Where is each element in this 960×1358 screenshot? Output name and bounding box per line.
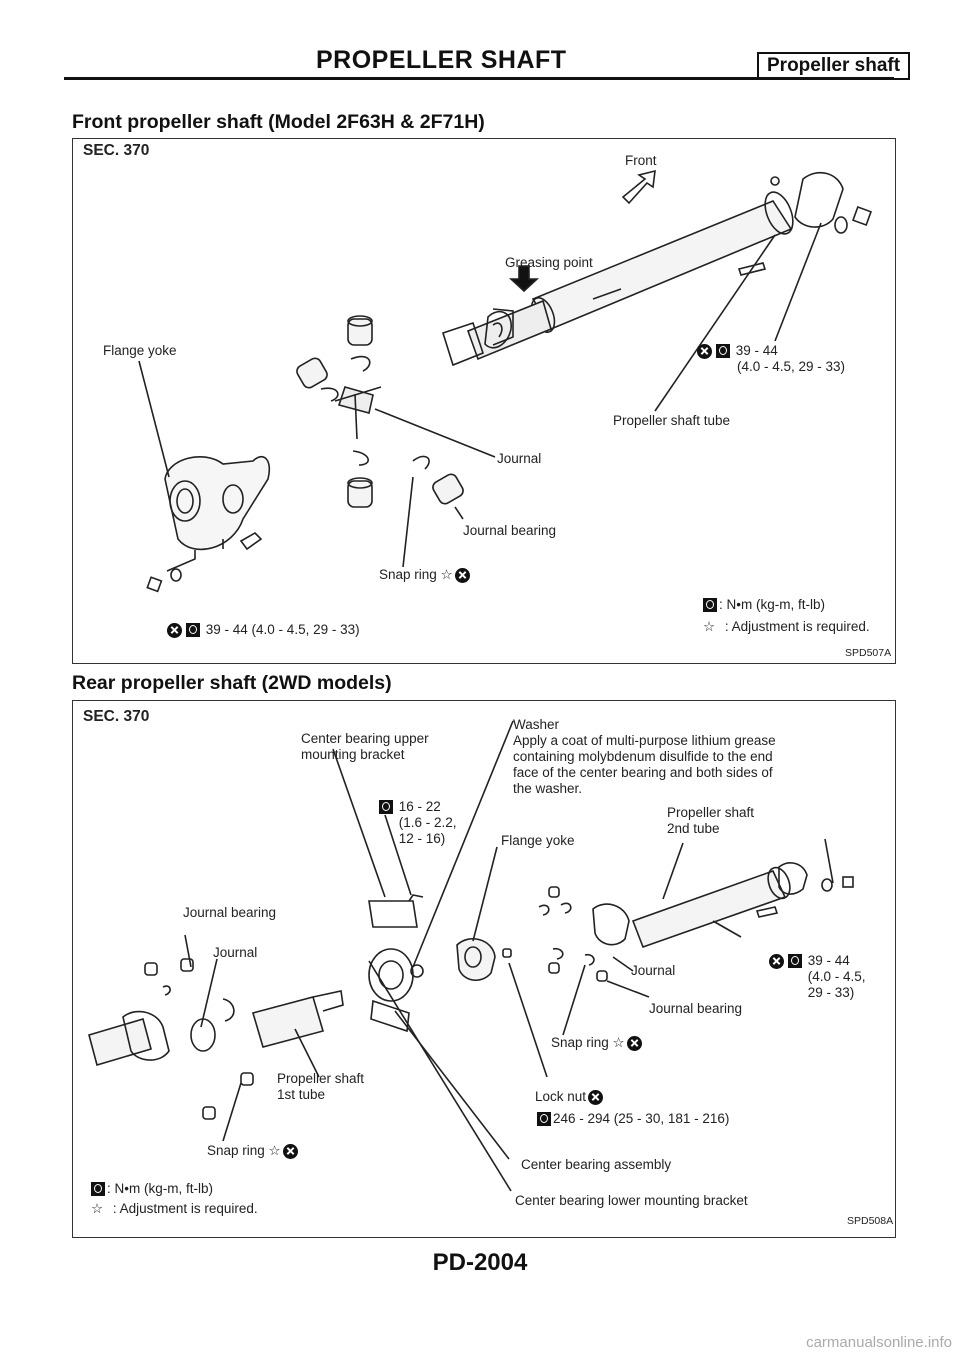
center-assembly-label: Center bearing assembly [521,1157,672,1172]
replace-icon [588,1089,604,1105]
torque-icon [537,1112,551,1127]
front-sec-label: SEC. 370 [83,142,150,159]
page-number: PD-2004 [432,1249,528,1276]
rear-diagram-panel: SEC. 370 Center bearing upper mounting b… [72,700,896,1238]
torque-small-label: 16 - 22 (1.6 - 2.2, 12 - 16) [377,799,457,847]
flange-yoke-label: Flange yoke [501,833,575,848]
front-figure-code: SPD507A [845,647,892,659]
section-tag: Propeller shaft [757,52,911,80]
journal-right-label: Journal [631,963,676,978]
lock-nut-label: Lock nut [535,1089,605,1105]
greasing-point-label: Greasing point [505,255,593,270]
replace-icon [454,567,470,583]
snap-ring-right-label: Snap ring ☆ [551,1035,644,1051]
rear-figure-code: SPD508A [847,1215,894,1227]
front-shaft-illustration [138,169,872,593]
torque-icon [379,800,393,815]
legend-adjust: ☆ : Adjustment is required. [703,619,870,634]
watermark: carmanualsonline.info [806,1334,952,1351]
legend-unit: : N•m (kg-m, ft-lb) [89,1181,213,1197]
replace-icon [282,1143,298,1159]
second-tube-label: Propeller shaft 2nd tube [667,805,755,836]
propeller-shaft-tube-label: Propeller shaft tube [613,413,731,428]
rear-shaft-illustration [88,720,854,1192]
snap-ring-left-label: Snap ring ☆ [207,1143,300,1159]
washer-note-label: Apply a coat of multi-purpose lithium gr… [513,733,776,796]
snap-ring-label: Snap ring ☆ [379,567,472,583]
torque-upper-label: 39 - 44 (4.0 - 4.5, 29 - 33) [695,343,845,375]
journal-bearing-left-label: Journal bearing [183,905,277,920]
torque-icon [186,623,200,638]
torque-icon [91,1182,105,1197]
flange-yoke-label: Flange yoke [103,343,177,358]
front-section-title: Front propeller shaft (Model 2F63H & 2F7… [72,111,485,133]
journal-label: Journal [497,451,542,466]
legend-adjust: ☆ : Adjustment is required. [91,1201,258,1216]
page-header-title: PROPELLER SHAFT [316,46,567,74]
torque-right-label: 39 - 44 (4.0 - 4.5, 29 - 33) [767,953,866,1001]
rear-sec-label: SEC. 370 [83,708,150,725]
torque-icon [716,344,730,359]
replace-icon [626,1035,642,1051]
legend-unit: : N•m (kg-m, ft-lb) [701,597,825,613]
journal-bearing-right-label: Journal bearing [649,1001,743,1016]
torque-big-label: 246 - 294 (25 - 30, 181 - 216) [535,1111,729,1127]
torque-icon [703,598,717,613]
torque-lower-label: 39 - 44 (4.0 - 4.5, 29 - 33) [165,622,360,638]
replace-icon [167,622,182,638]
first-tube-label: Propeller shaft 1st tube [277,1071,365,1102]
upper-bracket-label: Center bearing upper mounting bracket [301,731,429,762]
replace-icon [769,953,784,969]
replace-icon [697,343,712,359]
journal-left-label: Journal [213,945,258,960]
washer-title-label: Washer [513,717,560,732]
rear-section-title: Rear propeller shaft (2WD models) [72,672,392,694]
header-rule [64,77,894,80]
torque-icon [788,954,802,969]
front-diagram-panel: SEC. 370 Front Greasing point Flange yok… [72,138,896,664]
front-arrow-label: Front [625,153,657,168]
journal-bearing-label: Journal bearing [463,523,557,538]
lower-bracket-label: Center bearing lower mounting bracket [515,1193,748,1208]
